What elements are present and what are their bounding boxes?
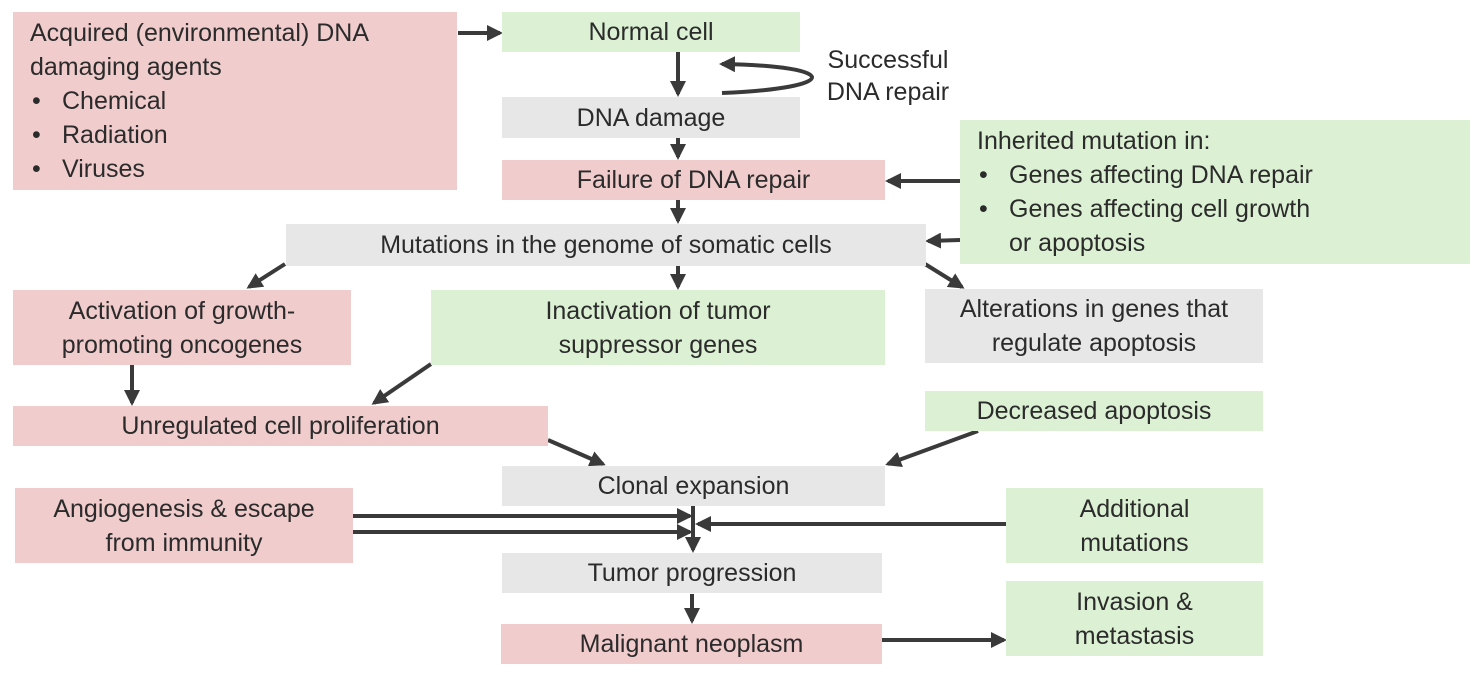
arrow-mutations-to-alterations <box>923 262 965 289</box>
inactivation-suppressor-box: Inactivation of tumor suppressor genes <box>431 290 885 365</box>
arrow-inactivation-to-unregulated <box>371 362 433 405</box>
unregulated-label: Unregulated cell proliferation <box>121 412 440 440</box>
invasion-line2: metastasis <box>1074 621 1195 650</box>
additional-mutations-box: Additional mutations <box>1006 488 1263 563</box>
inactivation-line1: Inactivation of tumor <box>545 296 771 325</box>
angiogenesis-line2: from immunity <box>105 528 263 557</box>
decreased-apoptosis-box: Decreased apoptosis <box>925 391 1263 431</box>
activation-line1: Activation of growth- <box>68 296 296 325</box>
clonal-expansion-box: Clonal expansion <box>502 466 885 506</box>
environmental-title-line1: Acquired (environmental) DNA <box>30 19 370 47</box>
environmental-item-viruses: Viruses <box>30 152 145 186</box>
normal-cell-label: Normal cell <box>588 18 714 46</box>
activation-oncogenes-box: Activation of growth- promoting oncogene… <box>13 290 351 365</box>
angiogenesis-line1: Angiogenesis & escape <box>53 494 315 523</box>
malignant-neoplasm-box: Malignant neoplasm <box>501 624 882 664</box>
invasion-line1: Invasion & <box>1076 587 1193 616</box>
arrow-unregulated-to-clonal <box>547 438 606 467</box>
arrow-mutations-to-activation <box>246 262 287 289</box>
tumor-progression-label: Tumor progression <box>587 559 797 587</box>
inherited-item-cell-growth: Genes affecting cell growth <box>977 192 1310 226</box>
malignant-neoplasm-label: Malignant neoplasm <box>579 630 804 658</box>
inherited-item-dna-repair: Genes affecting DNA repair <box>977 158 1313 192</box>
activation-line2: promoting oncogenes <box>61 330 303 359</box>
inherited-title: Inherited mutation in: <box>977 127 1211 155</box>
environmental-agents-box: Acquired (environmental) DNA damaging ag… <box>13 12 457 190</box>
mutations-box: Mutations in the genome of somatic cells <box>286 224 926 266</box>
dna-damage-label: DNA damage <box>576 103 726 132</box>
arrow-successful-repair-loop <box>719 56 814 95</box>
failure-repair-label: Failure of DNA repair <box>576 166 811 194</box>
successful-repair-line1: Successful <box>827 46 949 74</box>
additional-mutations-line1: Additional <box>1079 494 1190 523</box>
normal-cell-box: Normal cell <box>502 12 800 52</box>
decreased-apoptosis-label: Decreased apoptosis <box>976 397 1212 425</box>
successful-repair-line2: DNA repair <box>826 78 950 106</box>
environmental-title-line2: damaging agents <box>30 53 222 81</box>
alterations-line1: Alterations in genes that <box>959 295 1229 323</box>
environmental-item-radiation: Radiation <box>30 118 168 152</box>
inactivation-line2: suppressor genes <box>558 330 758 359</box>
dna-damage-box: DNA damage <box>502 97 800 138</box>
arrow-inherited-to-mutations <box>925 232 961 249</box>
mutations-label: Mutations in the genome of somatic cells <box>380 231 832 259</box>
inherited-item-cell-growth-continued: or apoptosis <box>1009 229 1146 257</box>
environmental-item-chemical: Chemical <box>30 84 166 118</box>
unregulated-proliferation-box: Unregulated cell proliferation <box>13 406 548 446</box>
angiogenesis-box: Angiogenesis & escape from immunity <box>15 488 353 563</box>
inherited-mutation-box: Inherited mutation in: Genes affecting D… <box>960 120 1470 264</box>
clonal-expansion-label: Clonal expansion <box>597 472 790 500</box>
tumor-progression-box: Tumor progression <box>502 553 882 593</box>
failure-repair-box: Failure of DNA repair <box>502 160 885 200</box>
invasion-metastasis-box: Invasion & metastasis <box>1006 581 1263 656</box>
arrow-decreased-to-clonal <box>885 429 979 468</box>
additional-mutations-line2: mutations <box>1080 528 1189 557</box>
successful-repair-label: Successful DNA repair <box>812 44 964 108</box>
alterations-apoptosis-box: Alterations in genes that regulate apopt… <box>925 289 1263 363</box>
alterations-line2: regulate apoptosis <box>991 329 1197 357</box>
